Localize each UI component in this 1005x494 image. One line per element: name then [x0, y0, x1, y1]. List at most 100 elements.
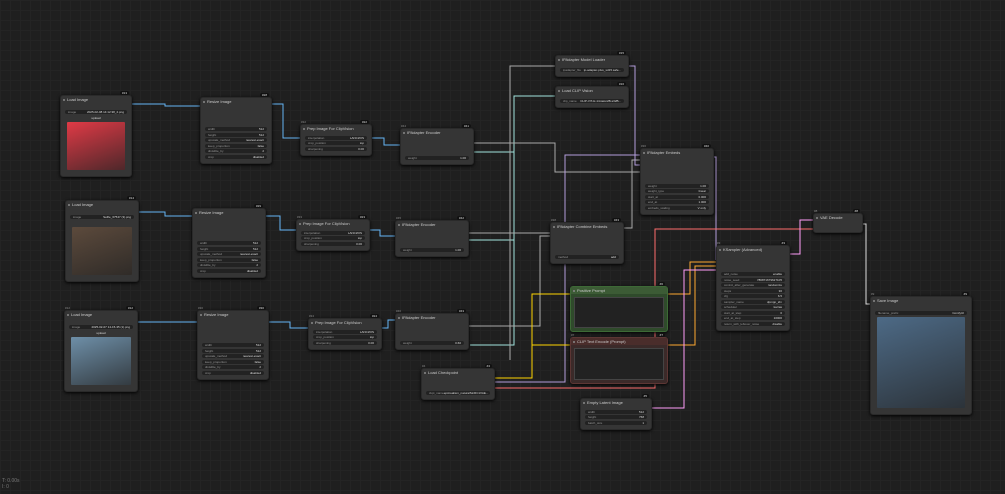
node-title[interactable]: CLIP Text Encode (Prompt) [571, 338, 667, 345]
prompt-textarea[interactable] [574, 297, 664, 328]
upload-button[interactable]: upload [96, 331, 106, 335]
node-title[interactable]: Load Image [65, 311, 137, 318]
node-positive-prompt[interactable]: Positive Prompt#6 [570, 282, 668, 332]
node-title[interactable]: Empty Latent Image [581, 399, 651, 406]
node-title[interactable]: Resize Image [193, 209, 265, 216]
node-negative-prompt[interactable]: CLIP Text Encode (Prompt)#7#7 [570, 333, 668, 384]
node-title[interactable]: Save Image [871, 297, 971, 304]
node-title[interactable]: IPAdapter Encoder [396, 314, 468, 321]
node-title[interactable]: VAE Decode [814, 214, 862, 221]
node-title[interactable]: IPAdapter Combine Embeds [551, 223, 623, 230]
node-title[interactable]: Prep Image For ClipVision [301, 125, 371, 132]
node-title[interactable]: Prep Image For ClipVision [297, 220, 369, 227]
node-title[interactable]: Load Image [61, 96, 131, 103]
node-title[interactable]: Resize Image [198, 311, 268, 318]
node-title[interactable]: Prep Image For ClipVision [309, 319, 381, 326]
node-title[interactable]: Resize Image [201, 98, 271, 105]
node-title[interactable]: IPAdapter Model Loader [556, 56, 628, 63]
node-title[interactable]: KSampler (Advanced) [717, 246, 789, 253]
node-title[interactable]: Positive Prompt [571, 287, 667, 294]
node-title[interactable]: IPAdapter Encoder [401, 129, 473, 136]
node-title[interactable]: Load Checkpoint [422, 369, 494, 376]
node-vae-decode[interactable]: VAE Decode#8#8 [813, 209, 863, 233]
upload-button[interactable]: upload [91, 116, 101, 120]
node-title[interactable]: Load Image [66, 201, 138, 208]
node-title[interactable]: IPAdapter Encoder [396, 221, 468, 228]
